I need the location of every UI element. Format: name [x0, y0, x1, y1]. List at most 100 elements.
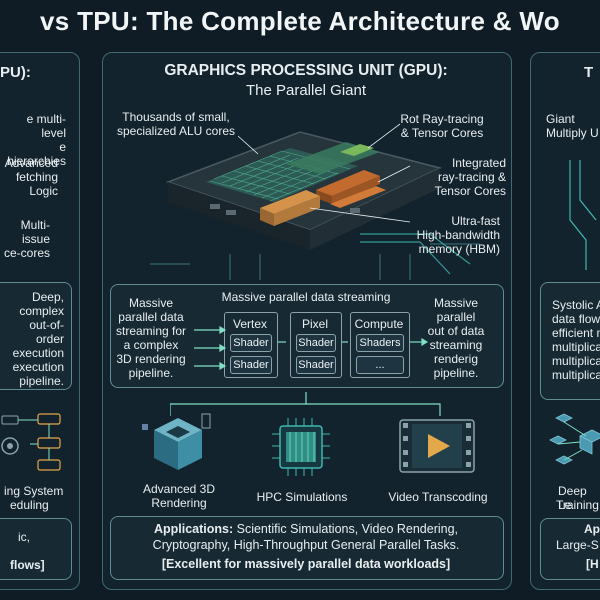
streaming-right-line-4: streaming: [429, 338, 483, 352]
tpu-feature-line-2: Multiply U: [546, 126, 599, 140]
cpu-exec-box: [0, 282, 72, 390]
gpu-applications-box: [110, 516, 504, 580]
app-rendering-label: Advanced 3D: [142, 482, 216, 496]
video-play-icon: [399, 419, 475, 473]
cpu-feature-cache-line-2: e hierarchies: [7, 140, 66, 168]
tpu-systolic-line-3: efficient m: [552, 326, 600, 340]
gpu-subtitle: The Parallel Giant: [245, 82, 367, 99]
stage-pixel-shader-1: Shader: [296, 334, 336, 352]
tpu-heading: T: [584, 64, 594, 81]
streaming-left-line-2: parallel data: [118, 310, 184, 324]
callout-hbm-line-2: High-bandwidth: [416, 228, 500, 242]
app-rendering-label-2: Rendering: [151, 496, 207, 510]
tpu-systolic-line-2: data flow: [552, 312, 600, 326]
cpu-feature-fetch-line-2: fetching: [15, 170, 58, 184]
gpu-applications-line2: Cryptography, High-Throughput General Pa…: [152, 538, 460, 552]
callout-hbm-line-1: Ultra-fast: [451, 214, 500, 228]
streaming-left-line-6: pipeline.: [128, 366, 174, 380]
tpu-systolic-line-1: Systolic A: [552, 298, 600, 312]
tpu-bottom-tag: [H: [586, 557, 599, 571]
cpu-exec-line-4: execution: [12, 346, 64, 360]
streaming-left-line-4: a complex: [123, 338, 179, 352]
tpu-applications-box: [540, 518, 600, 580]
cpu-feature-fetch-line-3: Logic: [29, 184, 58, 198]
callout-alu-line-1: Thousands of small,: [122, 110, 230, 124]
cpu-app-label: ing System: [4, 484, 64, 498]
applications-text: Scientific Simulations, Video Rendering,: [233, 522, 459, 536]
cpu-feature-cache-line-1: e multi-level: [26, 112, 66, 140]
cpu-heading: PU):: [0, 64, 31, 81]
callout-rt-line-2: & Tensor Cores: [400, 126, 484, 140]
cpu-exec-line-3: out-of-order: [29, 318, 64, 346]
callout-alu-line-2: specialized ALU cores: [116, 124, 236, 138]
streaming-left-line-3: streaming for: [115, 324, 187, 338]
tpu-systolic-line-5: multiplica: [552, 354, 600, 368]
tpu-systolic-line-4: multiplica: [552, 340, 600, 354]
streaming-title: Massive parallel data streaming: [221, 290, 391, 304]
cpu-exec-line-6: pipeline.: [19, 374, 64, 388]
tpu-bottom-text-2: Large-S: [556, 538, 599, 552]
applications-key: Applications:: [153, 522, 234, 536]
gpu-chip-illustration: [150, 123, 480, 280]
streaming-left-line-1: Massive: [128, 296, 173, 310]
callout-alu-cores: Thousands of small,specialized ALU cores: [114, 110, 238, 138]
apps-connector: [170, 392, 441, 416]
callout-ray-tracing: Rot Ray-tracing& Tensor Cores: [392, 112, 492, 140]
streaming-arrows: [194, 325, 429, 371]
stage-compute-name: Compute: [354, 317, 404, 331]
cpu-exec-line-1: Deep,: [31, 290, 64, 304]
cpu-applications-box: [0, 518, 72, 580]
cpu-feature-fetch-line-1: Advanced: [4, 156, 58, 170]
streaming-right-line-2: parallel: [436, 310, 476, 324]
cpu-feature-multiissue-line-2: ce-cores: [3, 246, 50, 260]
stage-compute-shaders: Shaders: [356, 334, 404, 352]
callout-integrated-line-1: Integrated: [451, 156, 506, 170]
app-hpc-label: HPC Simulations: [256, 490, 348, 504]
stage-compute-more: ...: [356, 356, 404, 374]
tpu-app-label: Deep Le: [558, 484, 587, 512]
page-title: vs TPU: The Complete Architecture & Wo: [40, 6, 560, 36]
tpu-feature-line-1: Giant: [546, 112, 575, 126]
tpu-array-icon: [549, 413, 600, 465]
gpu-applications-tag: [Excellent for massively parallel data w…: [161, 557, 451, 571]
stage-pixel-name: Pixel: [301, 317, 328, 331]
cpu-flow-diagram: [1, 413, 61, 471]
gpu-heading: GRAPHICS PROCESSING UNIT (GPU):: [164, 62, 448, 79]
callout-integrated-line-2: ray-tracing &: [437, 170, 506, 184]
callout-integrated-line-3: Tensor Cores: [434, 184, 506, 198]
tpu-systolic-box: [540, 282, 600, 400]
stage-vertex-shader-2: Shader: [230, 356, 272, 374]
streaming-right-line-1: Massive: [433, 296, 478, 310]
app-video-label: Video Transcoding: [388, 490, 488, 504]
cpu-bottom-tag: flows]: [10, 558, 45, 572]
callout-rt-line-1: Rot Ray-tracing: [400, 112, 484, 126]
stage-pixel-shader-2: Shader: [296, 356, 336, 374]
streaming-right-line-6: pipeline.: [433, 366, 479, 380]
streaming-left-line-5: 3D rendering: [116, 352, 186, 366]
hpc-chip-icon: [272, 418, 330, 476]
callout-hbm-line-3: memory (HBM): [418, 242, 500, 256]
cpu-feature-multiissue-line-1: Multi-issue: [20, 218, 50, 246]
cpu-exec-line-5: execution: [12, 360, 64, 374]
cpu-exec-line-2: complex: [19, 304, 64, 318]
stage-vertex-name: Vertex: [232, 317, 268, 331]
tpu-app-label-2: Training: [556, 498, 599, 512]
cpu-bottom-text: ic,: [18, 530, 30, 544]
streaming-right-line-5: renderig: [433, 352, 479, 366]
tpu-circuit-lines: [569, 160, 597, 270]
cpu-app-label-2: eduling: [10, 498, 49, 512]
gpu-applications-line1: Applications: Scientific Simulations, Vi…: [110, 522, 502, 536]
streaming-right-line-3: out of data: [427, 324, 485, 338]
tpu-bottom-text: Ap: [584, 522, 600, 536]
stage-vertex-shader-1: Shader: [230, 334, 272, 352]
